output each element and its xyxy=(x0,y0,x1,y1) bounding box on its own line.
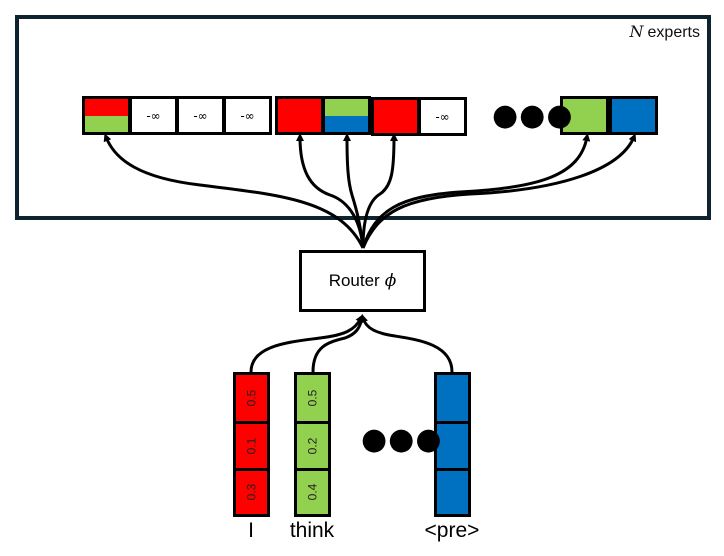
arrow-token-i-to-router xyxy=(249,314,363,373)
arrow-token-pre-to-router xyxy=(360,314,454,373)
arrow-token-think-to-router xyxy=(311,314,366,373)
token-weight-value: 0.2 xyxy=(305,437,320,455)
tokens-ellipsis: ●●● xyxy=(361,422,443,457)
masked-value-label: -∞ xyxy=(240,108,255,123)
expert-slot-bottom-half xyxy=(325,115,368,132)
expert-slot xyxy=(560,96,609,135)
expert-slot: -∞ xyxy=(129,96,178,135)
token-vector-cell: 0.3 xyxy=(236,467,267,514)
expert-slot-top-half xyxy=(325,99,368,116)
experts-count-variable: N xyxy=(629,22,644,41)
token-vector-cell: 0.5 xyxy=(236,375,267,421)
expert-slot-bottom-half xyxy=(85,115,128,132)
masked-value-label: -∞ xyxy=(146,108,161,123)
token-vector-cell xyxy=(437,421,468,467)
token-vector: 0.5 0.2 0.4 xyxy=(294,372,331,517)
token-vector-cell: 0.2 xyxy=(297,421,328,467)
expert-slot: -∞ xyxy=(176,96,225,135)
token-vector-cell xyxy=(437,375,468,421)
token-label: <pre> xyxy=(424,519,480,542)
token-weight-value: 0.5 xyxy=(305,389,320,407)
token-vector xyxy=(434,372,471,517)
masked-value-label: -∞ xyxy=(435,109,450,124)
router-phi-symbol: ϕ xyxy=(384,271,397,291)
experts-label-text: experts xyxy=(647,24,700,41)
expert-slot: -∞ xyxy=(418,97,467,136)
expert-slot xyxy=(82,96,131,135)
router-label: Router xyxy=(328,271,380,290)
token-vector-cell: 0.4 xyxy=(297,467,328,514)
token-label: think xyxy=(289,519,335,542)
token-weight-value: 0.4 xyxy=(305,483,320,501)
token-vector-cell xyxy=(437,467,468,514)
token-vector-cell: 0.1 xyxy=(236,421,267,467)
expert-slot xyxy=(609,96,658,135)
experts-ellipsis: ●●● xyxy=(492,98,574,133)
token-label: I xyxy=(248,519,254,542)
expert-slot xyxy=(371,97,420,136)
token-weight-value: 0.5 xyxy=(244,389,259,407)
masked-value-label: -∞ xyxy=(193,108,208,123)
expert-slot-top-half xyxy=(85,99,128,116)
expert-slot: -∞ xyxy=(223,96,272,135)
token-weight-value: 0.1 xyxy=(244,437,259,455)
token-vector: 0.5 0.1 0.3 xyxy=(233,372,270,517)
expert-slot xyxy=(275,96,324,135)
expert-slot xyxy=(322,96,371,135)
token-vector-cell: 0.5 xyxy=(297,375,328,421)
token-weight-value: 0.3 xyxy=(244,483,259,501)
